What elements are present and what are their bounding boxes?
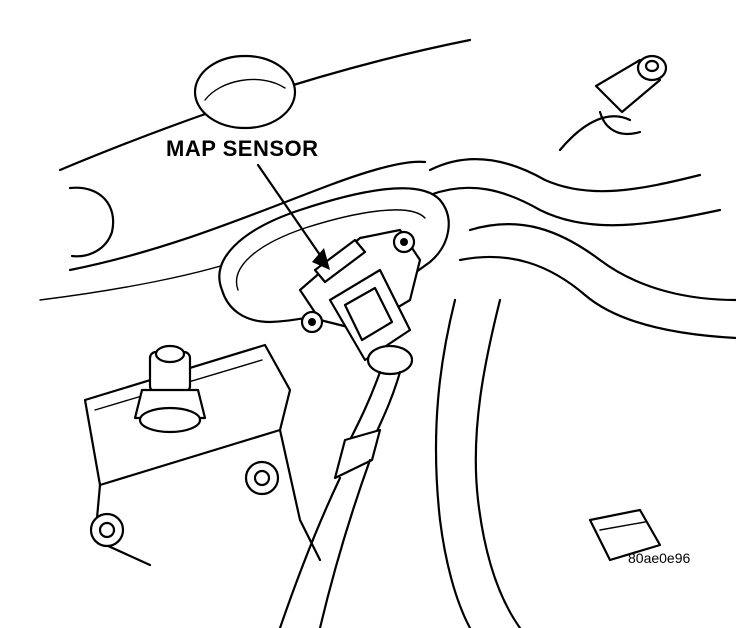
stud-bolt bbox=[133, 344, 207, 434]
hose-bundle bbox=[428, 158, 736, 628]
manifold-port-upper bbox=[193, 54, 297, 130]
manifold-port-left bbox=[68, 186, 115, 258]
lower-right-component bbox=[588, 508, 662, 562]
callout-arrow bbox=[256, 163, 330, 270]
fitting-top-right bbox=[558, 54, 668, 152]
hex-bolt-1 bbox=[244, 460, 280, 496]
figure-code: 80ae0e96 bbox=[628, 550, 691, 566]
wire-harness bbox=[278, 428, 382, 628]
map-sensor-label: MAP SENSOR bbox=[166, 136, 319, 161]
hex-bolt-2 bbox=[89, 512, 125, 548]
